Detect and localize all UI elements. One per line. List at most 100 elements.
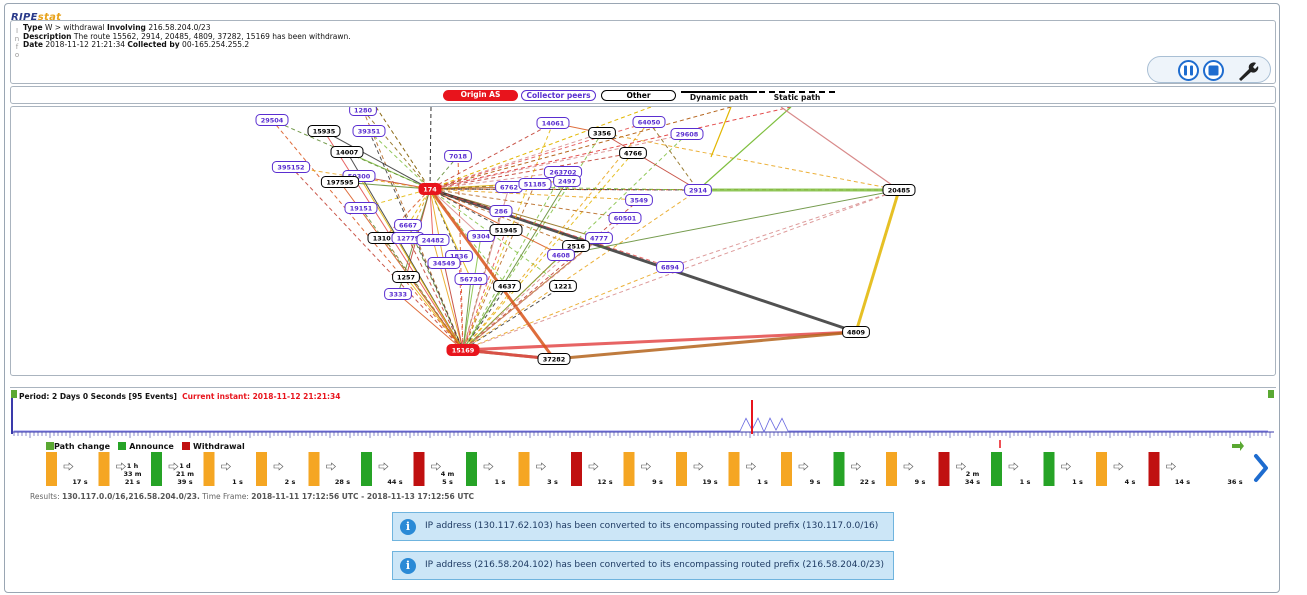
as-node-19151[interactable]: 19151 bbox=[344, 202, 378, 214]
timeline-event-path[interactable] bbox=[728, 452, 740, 486]
as-node-4608[interactable]: 4608 bbox=[547, 249, 575, 261]
as-node-box bbox=[418, 183, 442, 195]
info-icon: i bbox=[400, 519, 416, 535]
arrow-right-icon bbox=[431, 462, 441, 471]
as-node-label: 6762 bbox=[500, 184, 518, 192]
timeline-event-withdrawal[interactable] bbox=[1148, 452, 1160, 486]
timeline-event-announce[interactable] bbox=[466, 452, 477, 486]
as-node-286[interactable]: 286 bbox=[489, 205, 513, 217]
timeline-start-handle[interactable] bbox=[11, 390, 17, 398]
as-node-2516[interactable]: 2516 bbox=[562, 240, 590, 252]
as-node-box bbox=[489, 224, 523, 236]
pause-button[interactable] bbox=[1178, 60, 1199, 81]
as-node-64050[interactable]: 64050 bbox=[632, 116, 666, 128]
timeline-event-path[interactable] bbox=[203, 452, 215, 486]
timeline-event-path[interactable] bbox=[46, 452, 57, 486]
as-node-1221[interactable]: 1221 bbox=[549, 280, 577, 292]
as-node-51185[interactable]: 51185 bbox=[518, 178, 552, 190]
timeline-gap-label: 9 s bbox=[810, 478, 821, 486]
as-node-box bbox=[632, 116, 666, 128]
arrow-right-icon bbox=[1113, 462, 1124, 471]
timeline-event-announce[interactable] bbox=[1043, 452, 1055, 486]
timeline-event-path[interactable] bbox=[1096, 452, 1107, 486]
as-node-29504[interactable]: 29504 bbox=[255, 114, 289, 126]
timeline-next-chevron-icon[interactable] bbox=[1254, 454, 1268, 482]
timeline-event-path[interactable] bbox=[256, 452, 267, 486]
as-node-4777[interactable]: 4777 bbox=[585, 232, 613, 244]
as-node-6667[interactable]: 6667 bbox=[394, 219, 422, 231]
timeline-event-path[interactable] bbox=[518, 452, 530, 486]
timeline-event-announce[interactable] bbox=[991, 452, 1002, 486]
timeline-event-announce[interactable] bbox=[151, 452, 162, 486]
as-node-1257[interactable]: 1257 bbox=[392, 271, 420, 283]
timeline-event-path[interactable] bbox=[886, 452, 897, 486]
as-node-15169[interactable]: 15169 bbox=[446, 344, 480, 356]
as-node-6762[interactable]: 6762 bbox=[495, 181, 523, 193]
timeline-gap-label-line: 19 s bbox=[702, 478, 717, 486]
timeline-forward-arrow[interactable] bbox=[1232, 441, 1244, 451]
as-node-60501[interactable]: 60501 bbox=[608, 212, 642, 224]
as-node-2497[interactable]: 2497 bbox=[553, 175, 581, 187]
timeline-event-withdrawal[interactable] bbox=[413, 452, 425, 486]
as-node-14007[interactable]: 14007 bbox=[330, 146, 364, 158]
timeline-event-withdrawal[interactable] bbox=[938, 452, 950, 486]
wrench-icon[interactable] bbox=[1236, 60, 1260, 82]
timeline-gap-label-line: 22 s bbox=[860, 478, 875, 486]
as-node-label: 4637 bbox=[498, 283, 516, 291]
timeline-event-path[interactable] bbox=[98, 452, 110, 486]
timeline-gap-label: 12 s bbox=[597, 478, 612, 486]
timeline-event-announce[interactable] bbox=[833, 452, 845, 486]
timeline-end-handle[interactable] bbox=[1268, 390, 1274, 398]
as-node-37282[interactable]: 37282 bbox=[537, 353, 571, 365]
as-node-label: 3356 bbox=[593, 130, 612, 138]
as-link bbox=[710, 107, 732, 158]
as-node-56730[interactable]: 56730 bbox=[454, 273, 488, 285]
as-node-2914[interactable]: 2914 bbox=[684, 184, 712, 196]
stop-button[interactable] bbox=[1203, 60, 1224, 81]
as-node-box bbox=[444, 150, 472, 162]
as-node-395152[interactable]: 395152 bbox=[271, 161, 311, 173]
as-node-24482[interactable]: 24482 bbox=[416, 234, 450, 246]
as-node-174[interactable]: 174 bbox=[418, 183, 442, 195]
as-node-14061[interactable]: 14061 bbox=[536, 117, 570, 129]
timeline-gap-label-line: 9 s bbox=[915, 478, 926, 486]
as-node-51945[interactable]: 51945 bbox=[489, 224, 523, 236]
timeline-event-path[interactable] bbox=[308, 452, 320, 486]
timeline-event-withdrawal[interactable] bbox=[571, 452, 582, 486]
key-withdrawal-label: Withdrawal bbox=[193, 442, 245, 451]
timeline-event-path[interactable] bbox=[781, 452, 792, 486]
as-node-1280[interactable]: 1280 bbox=[349, 107, 377, 116]
as-node-label: 3333 bbox=[389, 291, 407, 299]
as-node-15935[interactable]: 15935 bbox=[307, 125, 341, 137]
timeline-gap-label: 2 s bbox=[285, 478, 296, 486]
as-link bbox=[429, 188, 564, 287]
as-node-39351[interactable]: 39351 bbox=[352, 125, 386, 137]
as-node-3333[interactable]: 3333 bbox=[384, 288, 412, 300]
timeline-event-path[interactable] bbox=[623, 452, 635, 486]
as-link bbox=[323, 130, 431, 190]
as-node-4637[interactable]: 4637 bbox=[493, 280, 521, 292]
as-node-4766[interactable]: 4766 bbox=[619, 147, 647, 159]
timeline-gap-label-line: 1 s bbox=[757, 478, 768, 486]
timeline-gap-label-line: 9 s bbox=[652, 478, 663, 486]
as-node-3356[interactable]: 3356 bbox=[588, 127, 616, 139]
as-node-34549[interactable]: 34549 bbox=[427, 257, 461, 269]
timeline-gap-label-line: 36 s bbox=[1227, 478, 1242, 486]
as-node-29608[interactable]: 29608 bbox=[670, 128, 704, 140]
timeline-event-path[interactable] bbox=[676, 452, 687, 486]
as-link bbox=[462, 285, 508, 351]
as-node-4809[interactable]: 4809 bbox=[842, 326, 870, 338]
as-node-20485[interactable]: 20485 bbox=[882, 184, 916, 196]
as-node-label: 14007 bbox=[336, 149, 359, 157]
as-node-7018[interactable]: 7018 bbox=[444, 150, 472, 162]
as-node-3549[interactable]: 3549 bbox=[625, 194, 653, 206]
as-node-6894[interactable]: 6894 bbox=[656, 261, 684, 273]
as-node-197595[interactable]: 197595 bbox=[320, 176, 360, 188]
timeline-event-announce[interactable] bbox=[361, 452, 372, 486]
